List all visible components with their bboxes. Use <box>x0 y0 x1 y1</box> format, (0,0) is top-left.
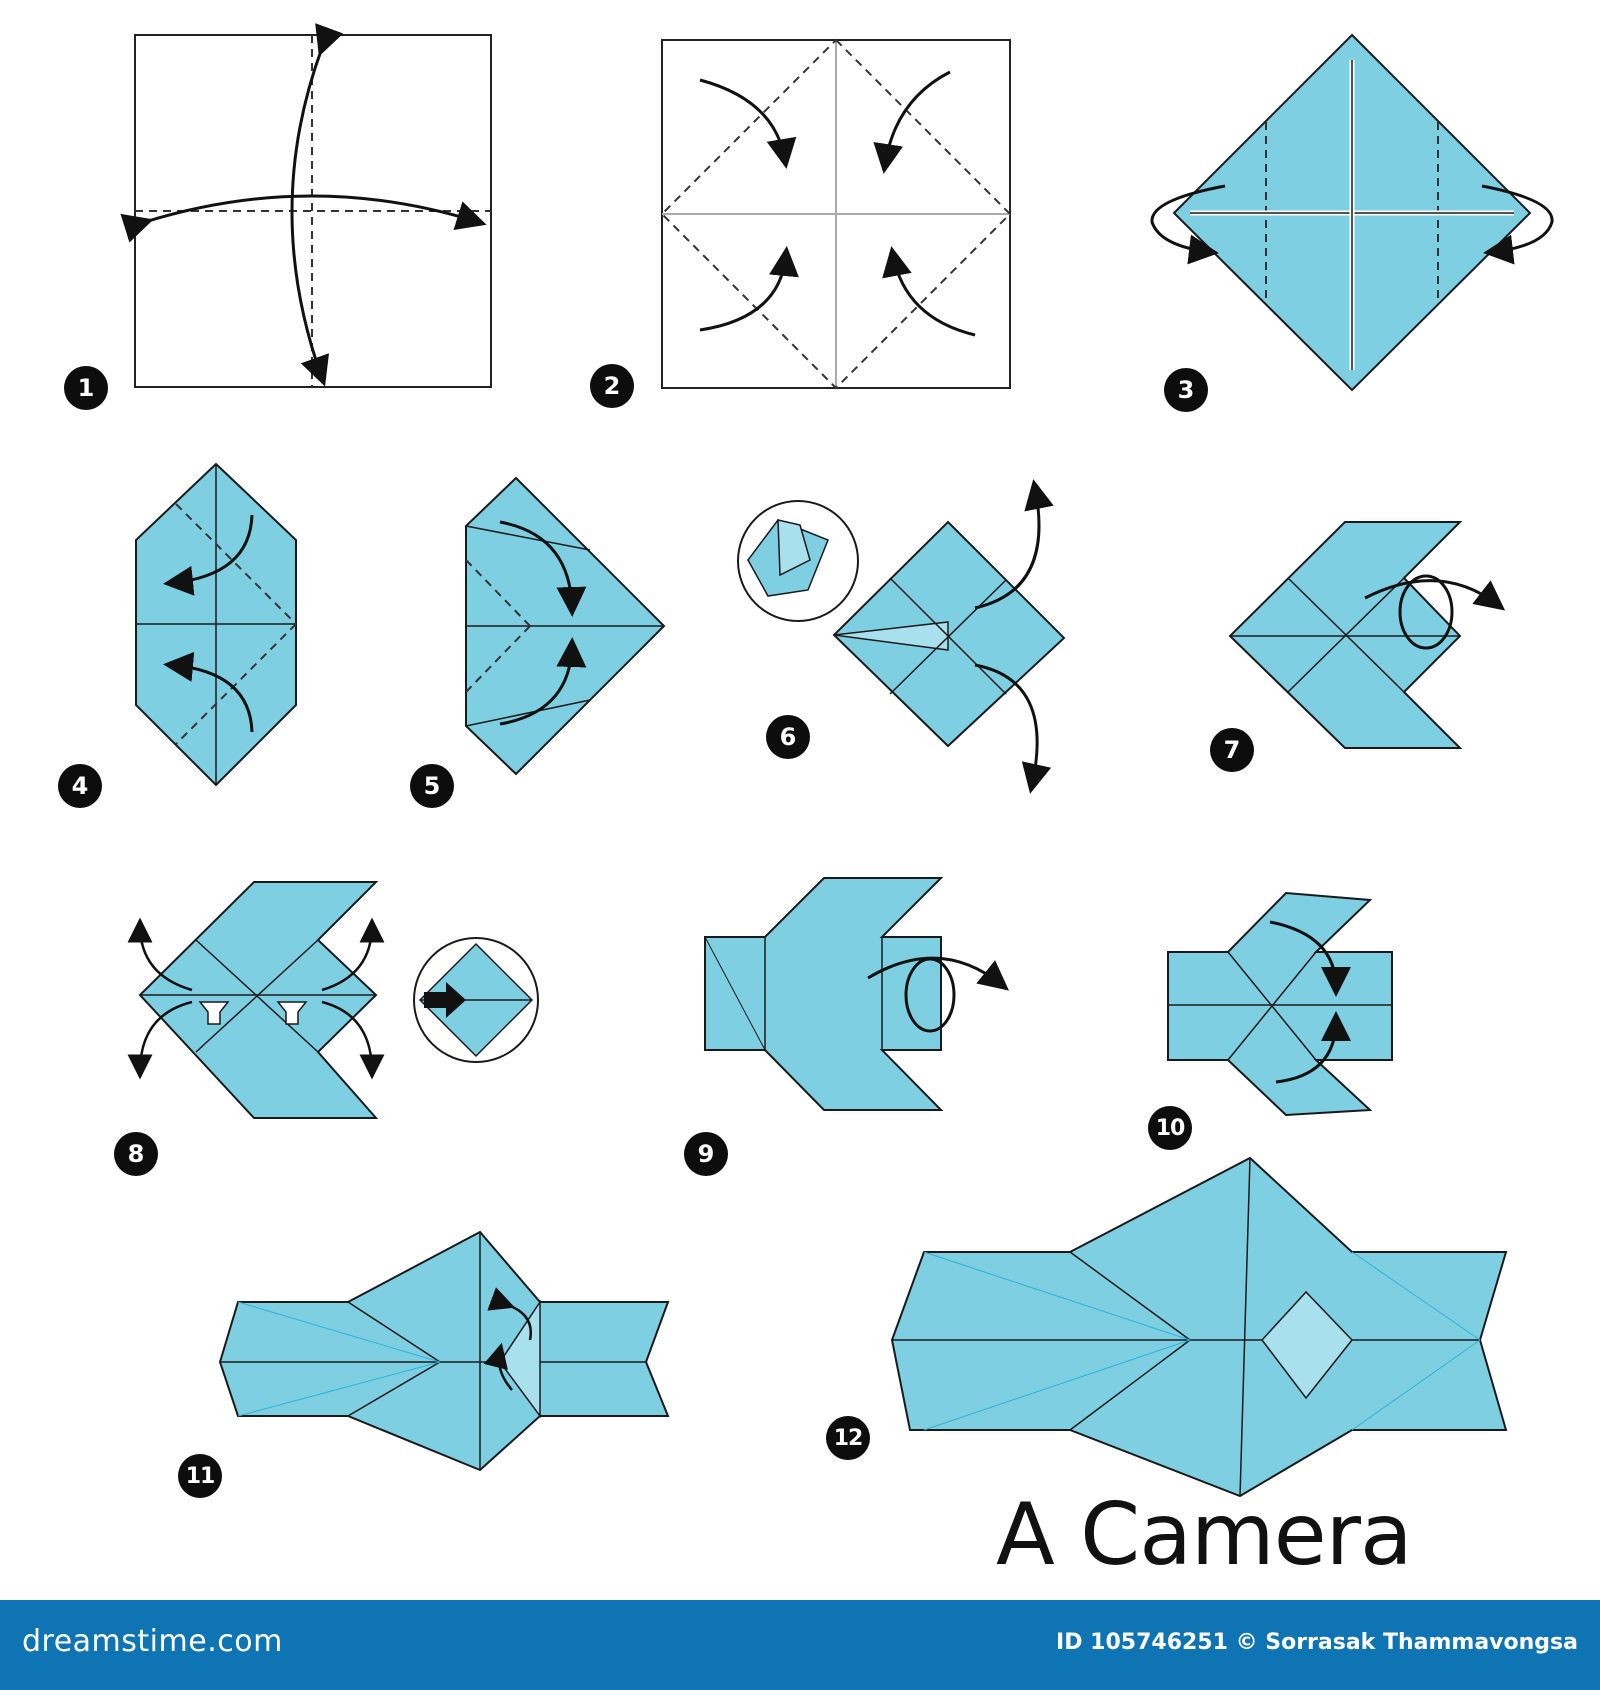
image-credit: ID 105746251 © Sorrasak Thammavongsa <box>1056 1630 1578 1655</box>
step-6-diagram <box>737 479 1066 794</box>
step-number-badge: 10 <box>1148 1106 1192 1150</box>
footer-bar: dreamstime.com ID 105746251 © Sorrasak T… <box>0 1600 1600 1690</box>
step-number-badge: 7 <box>1210 728 1254 772</box>
step-number-badge: 1 <box>64 366 108 410</box>
site-logo[interactable]: dreamstime.com <box>22 1624 283 1659</box>
step-10-diagram <box>1167 891 1393 1117</box>
step-number-badge: 12 <box>826 1416 870 1460</box>
step-number-badge: 9 <box>684 1132 728 1176</box>
step-8-diagram <box>127 881 539 1119</box>
diagram-title: A Camera <box>996 1485 1413 1585</box>
step-number-badge: 4 <box>58 764 102 808</box>
step-number-badge: 6 <box>766 715 810 759</box>
step-number-badge: 2 <box>590 364 634 408</box>
step-3-diagram <box>1150 33 1554 392</box>
instruction-sheet: 1 2 3 4 5 6 7 8 9 10 11 12 A Camera <box>58 23 1554 1585</box>
step-4-diagram <box>135 462 297 787</box>
step-number-badge: 8 <box>114 1132 158 1176</box>
step-number-badge: 11 <box>178 1454 222 1498</box>
step-7-diagram <box>1228 521 1506 749</box>
step-5-diagram <box>465 476 666 776</box>
step-number-badge: 3 <box>1164 368 1208 412</box>
step-1-diagram <box>120 23 492 388</box>
step-11-diagram <box>218 1230 670 1472</box>
step-2-diagram <box>660 38 1012 390</box>
step-12-diagram <box>890 1156 1508 1498</box>
diagram-canvas <box>120 23 1554 1498</box>
step-9-diagram <box>704 877 1010 1111</box>
step-number-badge: 5 <box>410 764 454 808</box>
